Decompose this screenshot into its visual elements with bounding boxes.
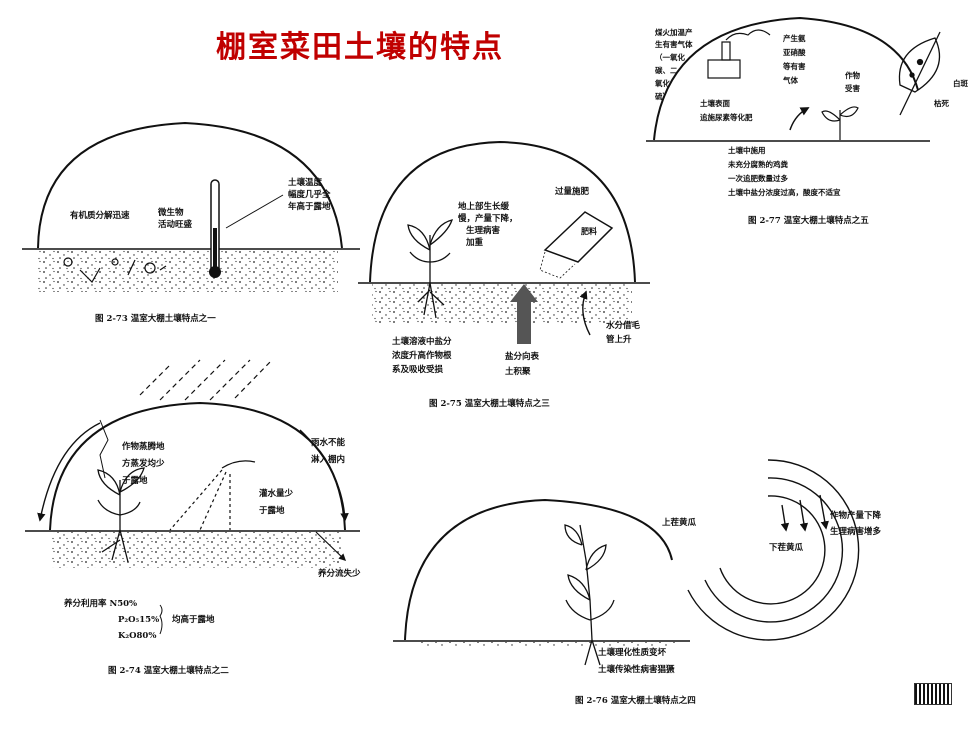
fig77-plant-2: 受害 <box>845 84 860 93</box>
capillary-arrow-icon <box>579 290 591 336</box>
fig76-yield-2: 生理病害增多 <box>830 527 882 537</box>
fig75-caption: 图 2-75 温室大棚土壤特点之三 <box>429 399 550 409</box>
rotation-circles <box>687 459 860 641</box>
fig75-above-3: 生理病害 <box>466 226 501 236</box>
fig75-salt-1: 盐分向表 <box>505 352 540 362</box>
fig77-caption: 图 2-77 温室大棚土壤特点之五 <box>748 216 869 226</box>
coal-stove-icon <box>707 29 771 79</box>
fig77-surface-2: 追施尿素等化肥 <box>700 113 753 122</box>
fig75-cap-2: 管上升 <box>606 335 632 345</box>
fig74-higher: 均高于露地 <box>172 615 215 625</box>
fig73-microbe-1: 微生物 <box>158 208 184 218</box>
soil-microbe-icons <box>63 257 167 283</box>
fig77-white: 白斑 <box>953 79 968 88</box>
fig75-soil-1: 土壤溶液中盐分 <box>392 337 452 347</box>
slide-nav-icon[interactable] <box>914 683 952 705</box>
fig77-coal-1: 煤火加温产 <box>655 28 693 37</box>
watering-can-icon <box>169 460 256 531</box>
cucumber-vine-icon <box>564 524 615 666</box>
fig73-organic: 有机质分解迅速 <box>70 211 130 221</box>
fig73-caption: 图 2-73 温室大棚土壤特点之一 <box>95 314 216 324</box>
fig76-soil-1: 土壤理化性质变坏 <box>598 648 667 658</box>
fig76-soil-2: 土壤传染性病害猖獗 <box>598 665 675 675</box>
fig75-soil-3: 系及吸收受损 <box>392 365 444 375</box>
fig74-loss: 养分流失少 <box>318 569 361 579</box>
fig77-coal-4: 碳、二 <box>655 66 678 75</box>
thermometer-icon <box>209 179 221 278</box>
fig76-up: 上茬黄瓜 <box>662 518 697 528</box>
fig74-irrig-2: 于露地 <box>259 506 285 516</box>
fig74-caption: 图 2-74 温室大棚土壤特点之二 <box>108 666 229 676</box>
plant-icon <box>97 419 145 563</box>
fig75-cap-1: 水分借毛 <box>606 321 641 331</box>
fig74-util-2: P₂O₅15% <box>118 615 160 625</box>
fig76-down: 下茬黄瓜 <box>769 543 804 553</box>
fig77-gas-1: 产生氨 <box>783 34 806 43</box>
fig77-gas-2: 亚硝酸 <box>783 48 806 57</box>
fig76-greenhouse <box>393 459 860 666</box>
fig73-temp-2: 幅度几乎全 <box>288 190 331 200</box>
fig74-util-3: K₂O80% <box>118 631 157 641</box>
fig74-greenhouse <box>25 359 360 635</box>
fig74-evap-1: 作物蒸腾地 <box>122 442 165 452</box>
fig76-yield-1: 作物产量下降 <box>830 511 882 521</box>
fig75-soil-2: 浓度升高作物根 <box>392 351 452 361</box>
fig77-greenhouse <box>646 16 941 142</box>
fig77-applied-2: 未充分腐熟的鸡粪 <box>728 160 788 169</box>
leaf-spot-icon <box>898 31 941 116</box>
fig77-coal-2: 生有害气体 <box>655 40 693 49</box>
fig74-evap-2: 方蒸发均少 <box>122 459 165 469</box>
fig77-applied-1: 土壤中施用 <box>728 146 766 155</box>
fig74-irrig-1: 灌水量少 <box>259 489 294 499</box>
fig74-rain-1: 雨水不能 <box>311 438 346 448</box>
fig74-rain-2: 淋入棚内 <box>311 455 346 465</box>
damaged-plant-icon <box>821 106 859 140</box>
fig77-gas-4: 气体 <box>783 76 798 85</box>
fig75-fert: 过量施肥 <box>555 187 590 197</box>
fig73-temp-3: 年高于露地 <box>288 202 331 212</box>
fig75-bag: 肥料 <box>581 227 597 236</box>
fig74-evap-3: 于露地 <box>122 476 148 486</box>
fig75-above-4: 加重 <box>466 238 484 248</box>
fig77-applied-4: 土壤中盐分浓度过高，酸度不适宜 <box>728 188 841 197</box>
fig77-coal-6: 硫） <box>655 92 670 101</box>
fertilizer-bag-icon <box>539 211 614 279</box>
slide-title: 棚室菜田土壤的特点 <box>216 30 504 65</box>
fig77-plant-1: 作物 <box>845 71 860 80</box>
fig77-surface-1: 土壤表面 <box>700 99 730 108</box>
fig77-coal-3: （一氧化 <box>655 53 685 62</box>
rain-lines <box>139 359 273 401</box>
fig73-temp-1: 土壤温度 <box>288 178 323 188</box>
fig77-gas-3: 等有害 <box>783 62 806 71</box>
fig74-util-1: 养分利用率 N50% <box>64 599 138 609</box>
fig77-wither: 枯死 <box>934 99 949 108</box>
fig73-greenhouse <box>22 121 360 292</box>
fig77-coal-5: 氧化 <box>655 79 670 88</box>
fig75-greenhouse <box>358 140 650 344</box>
fig75-above-2: 慢，产量下降， <box>458 214 518 224</box>
seedling-icon <box>407 219 453 319</box>
salt-up-arrow-icon <box>510 284 538 344</box>
fig75-above-1: 地上部生长缓 <box>458 202 510 212</box>
fig73-microbe-2: 活动旺盛 <box>158 220 193 230</box>
fig76-caption: 图 2-76 温室大棚土壤特点之四 <box>575 696 696 706</box>
fig75-salt-2: 土积聚 <box>505 367 531 377</box>
fig77-applied-3: 一次追肥数量过多 <box>728 174 788 183</box>
